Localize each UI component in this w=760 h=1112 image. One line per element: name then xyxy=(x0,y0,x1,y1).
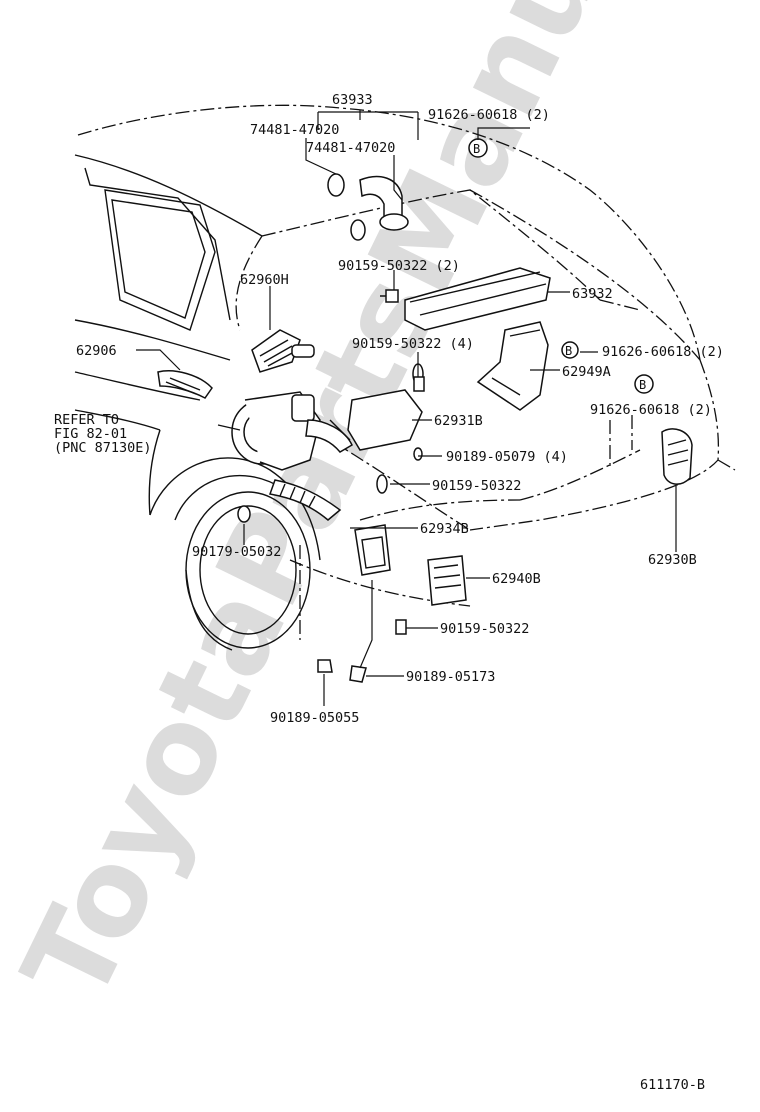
flex-duct-62934B xyxy=(237,474,388,523)
svg-text:B: B xyxy=(473,142,480,156)
label-63932: 63932 xyxy=(572,286,613,302)
marker-b-right: B xyxy=(634,374,654,394)
label-74481-47020-b: 74481-47020 xyxy=(306,140,395,156)
label-62930B: 62930B xyxy=(648,552,697,568)
label-90159-b: 90159-50322 (4) xyxy=(352,336,474,352)
marker-b-mid: B xyxy=(561,341,579,359)
register-62960H xyxy=(251,329,315,373)
leader-lines xyxy=(136,110,677,706)
label-90189-05173: 90189-05173 xyxy=(406,669,495,685)
car-body-outline xyxy=(74,104,736,651)
label-91626-mid: 91626-60618 (2) xyxy=(602,344,724,360)
label-63933: 63933 xyxy=(332,92,373,108)
duct-62949A xyxy=(476,321,549,411)
label-refer-3: (PNC 87130E) xyxy=(54,440,152,456)
duct-hose-63933 xyxy=(327,173,409,241)
label-refer-1: REFER TO xyxy=(54,412,119,428)
label-90159-d: 90159-50322 xyxy=(440,621,529,637)
part-labels: 63933 74481-47020 74481-47020 91626-6061… xyxy=(54,92,724,1093)
label-90179-05032: 90179-05032 xyxy=(192,544,281,560)
label-62931B: 62931B xyxy=(434,413,483,429)
fasteners xyxy=(317,376,425,683)
duct-63932 xyxy=(380,267,551,331)
label-90159-c: 90159-50322 xyxy=(432,478,521,494)
label-91626-top: 91626-60618 (2) xyxy=(428,107,550,123)
housing-62940B xyxy=(354,524,467,606)
label-90189-05079: 90189-05079 (4) xyxy=(446,449,568,465)
figure-id: 611170-B xyxy=(640,1077,705,1093)
label-62906: 62906 xyxy=(76,343,117,359)
label-62934B: 62934B xyxy=(420,521,469,537)
label-90189-05055: 90189-05055 xyxy=(270,710,359,726)
label-74481-47020-a: 74481-47020 xyxy=(250,122,339,138)
label-62949A: 62949A xyxy=(562,364,611,380)
label-refer-2: FIG 82-01 xyxy=(54,426,127,442)
marker-b-top: B xyxy=(468,138,488,158)
grille-62906 xyxy=(157,370,213,399)
svg-text:B: B xyxy=(565,344,572,358)
svg-text:B: B xyxy=(639,378,646,392)
label-91626-low: 91626-60618 (2) xyxy=(590,402,712,418)
label-62960H: 62960H xyxy=(240,272,289,288)
label-90159-a: 90159-50322 (2) xyxy=(338,258,460,274)
label-62940B: 62940B xyxy=(492,571,541,587)
blower-motor xyxy=(231,363,424,471)
grille-62930B xyxy=(661,428,693,485)
